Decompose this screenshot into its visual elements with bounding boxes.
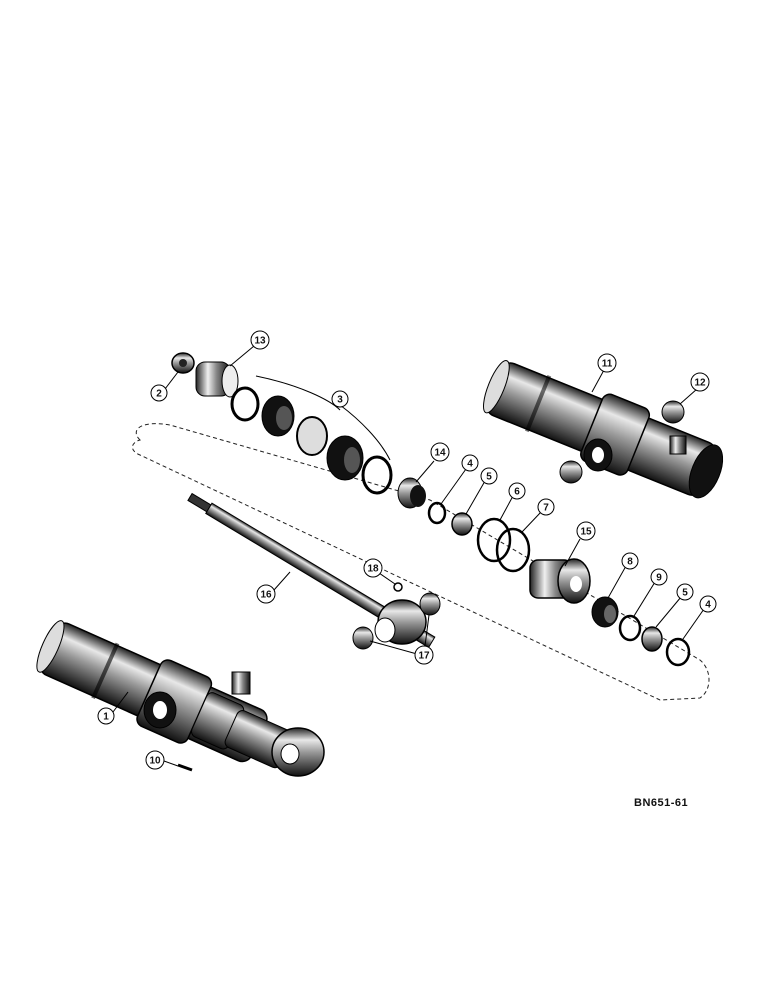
callout-9: 9 — [633, 568, 668, 617]
callout-4-upper: 4 — [440, 454, 479, 505]
callout-6: 6 — [499, 482, 526, 521]
bushings — [352, 592, 441, 650]
svg-text:7: 7 — [543, 503, 549, 514]
svg-text:16: 16 — [260, 590, 272, 601]
callout-14: 14 — [415, 442, 450, 483]
svg-text:2: 2 — [156, 389, 162, 400]
grease-fitting — [393, 582, 403, 592]
svg-text:5: 5 — [682, 588, 688, 599]
piston-seal-set — [230, 386, 393, 495]
callout-1: 1 — [97, 691, 129, 725]
callout-8: 8 — [607, 552, 639, 599]
svg-text:4: 4 — [467, 459, 473, 470]
callout-10: 10 — [145, 750, 179, 770]
callout-5-upper: 5 — [465, 467, 498, 515]
cotter-pin — [177, 763, 193, 772]
callout-15: 15 — [564, 521, 596, 567]
callout-5-lower: 5 — [655, 583, 694, 628]
wiper-5-upper — [451, 512, 473, 536]
piston-head — [195, 361, 239, 398]
svg-text:1: 1 — [103, 712, 109, 723]
svg-text:12: 12 — [694, 378, 706, 389]
cylinder-barrel — [483, 360, 724, 499]
o-ring-4-upper — [427, 501, 447, 525]
barrel-bushings — [559, 400, 685, 484]
packing-8 — [591, 596, 619, 628]
o-ring-6 — [476, 517, 512, 563]
backup-ring-7 — [495, 527, 531, 573]
o-ring-4-lower — [665, 637, 691, 667]
callout-13: 13 — [229, 330, 270, 367]
gland — [529, 558, 591, 604]
assembly-dashed-outline — [132, 423, 710, 701]
svg-text:10: 10 — [149, 756, 161, 767]
svg-text:5: 5 — [486, 472, 492, 483]
callout-3: 3 — [255, 375, 391, 461]
callout-17: 17 — [369, 614, 434, 665]
piston — [397, 477, 426, 509]
callout-18: 18 — [363, 558, 396, 585]
piston-rod — [187, 492, 436, 649]
callout-4-lower: 4 — [682, 595, 717, 640]
assembled-cylinder — [36, 620, 325, 777]
wiper-5-lower — [641, 626, 663, 652]
piston-nut — [171, 352, 195, 374]
callout-12: 12 — [679, 372, 710, 405]
callout-16: 16 — [256, 571, 291, 604]
svg-text:13: 13 — [254, 336, 266, 347]
callout-11: 11 — [591, 353, 617, 393]
svg-text:9: 9 — [656, 573, 662, 584]
svg-text:18: 18 — [367, 564, 379, 575]
svg-text:15: 15 — [580, 527, 592, 538]
callout-2: 2 — [150, 371, 179, 402]
svg-text:4: 4 — [705, 600, 711, 611]
callout-7: 7 — [521, 498, 555, 533]
svg-text:8: 8 — [627, 557, 633, 568]
svg-text:11: 11 — [602, 359, 613, 370]
drawing-code: BN651-61 — [634, 797, 688, 809]
svg-text:6: 6 — [514, 487, 520, 498]
cylinder-fitting — [231, 671, 251, 695]
svg-text:14: 14 — [434, 448, 446, 459]
svg-text:17: 17 — [418, 651, 430, 662]
ring-9 — [618, 614, 642, 642]
svg-text:3: 3 — [337, 395, 343, 406]
